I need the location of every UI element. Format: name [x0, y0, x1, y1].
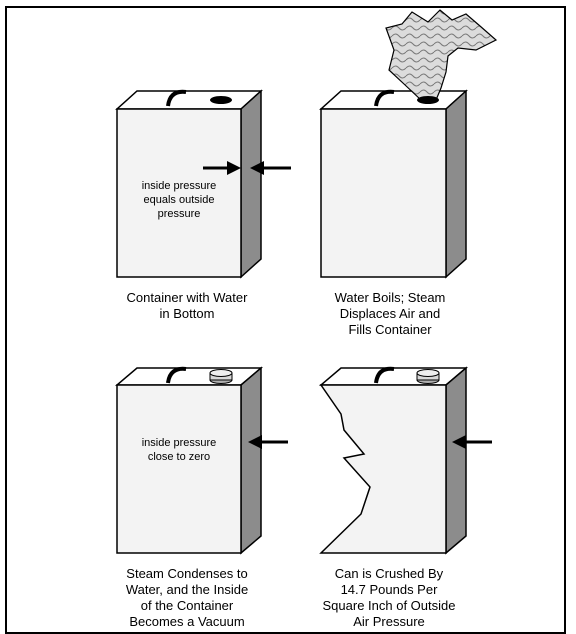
can-1: [115, 89, 263, 279]
caption-line: Air Pressure: [353, 614, 425, 629]
can-1-face: [116, 108, 242, 278]
inside-text-line: inside pressure: [141, 180, 217, 192]
can-2-side: [445, 89, 467, 279]
can-4-handle: [374, 366, 395, 384]
caption-line: Steam Condenses to: [126, 566, 248, 581]
caption-line: Container with Water: [126, 290, 248, 305]
inside-text-line: equals outside: [143, 194, 215, 206]
can-2-handle: [374, 89, 395, 107]
panel-4-caption: Can is Crushed By 14.7 Pounds Per Square…: [296, 566, 482, 630]
arrow-left-icon: [250, 161, 264, 175]
panel-1-inside-text: inside pressure equals outside pressure: [117, 179, 241, 221]
can-1-side: [240, 89, 262, 279]
can-2: [319, 9, 498, 279]
can-3: [114, 366, 264, 555]
caption-line: Displaces Air and: [339, 306, 441, 321]
steam-cloud: [385, 9, 498, 101]
caption-line: Water Boils; Steam: [334, 290, 446, 305]
can-3-top: [114, 367, 264, 386]
arrow-left-icon: [248, 435, 262, 449]
can-1-opening: [210, 96, 232, 104]
inside-text-line: close to zero: [147, 451, 211, 463]
can-3-cap: [209, 369, 233, 384]
panel-3-inside-text: inside pressure close to zero: [117, 436, 241, 464]
caption-line: 14.7 Pounds Per: [340, 582, 438, 597]
caption-line: Fills Container: [348, 322, 432, 337]
caption-line: Can is Crushed By: [334, 566, 444, 581]
inward-arrows: [203, 161, 291, 175]
caption-line: of the Container: [140, 598, 234, 613]
can-4-cap: [416, 369, 440, 384]
can-3-side: [240, 366, 262, 555]
arrow-left-icon: [452, 435, 466, 449]
can-4-crushed-face: [319, 384, 447, 554]
outside-pressure-arrow-2: [452, 435, 492, 449]
outside-pressure-arrow-1: [248, 435, 288, 449]
caption-line: Becomes a Vacuum: [129, 614, 245, 629]
panel-2-caption: Water Boils; Steam Displaces Air and Fil…: [300, 290, 480, 338]
can-4-side: [445, 366, 467, 555]
can-1-handle: [166, 89, 187, 107]
can-3-handle: [166, 366, 187, 384]
inside-text-line: pressure: [157, 208, 201, 220]
can-2-opening: [417, 96, 439, 104]
panel-3-caption: Steam Condenses to Water, and the Inside…: [97, 566, 277, 630]
panel-1-caption: Container with Water in Bottom: [97, 290, 277, 322]
caption-line: Square Inch of Outside: [322, 598, 456, 613]
inside-text-line: inside pressure: [141, 437, 217, 449]
caption-line: in Bottom: [159, 306, 215, 321]
arrow-right-icon: [227, 161, 241, 175]
can-4: [318, 366, 469, 555]
caption-line: Water, and the Inside: [125, 582, 249, 597]
can-2-face: [320, 108, 447, 278]
can-1-top: [115, 90, 263, 110]
can-3-face: [116, 384, 242, 554]
